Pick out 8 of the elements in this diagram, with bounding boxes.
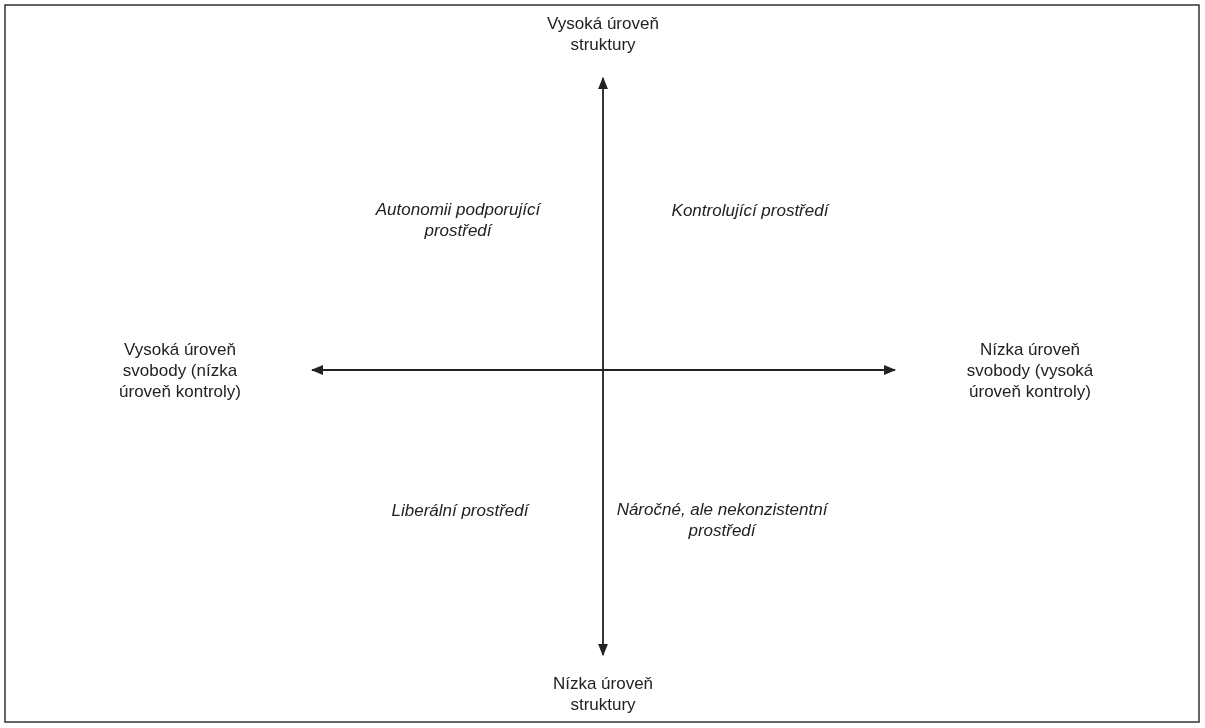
quadrant-label: Náročné, ale nekonzistentní prostředí	[615, 499, 830, 541]
quadrant-label: Autonomii podporující prostředí	[374, 199, 543, 241]
axis-label: Nízka úroveň svobody (vysoká úroveň kontroly)	[965, 338, 1095, 402]
quadrant-label: Kontrolující prostředí	[670, 199, 831, 221]
quadrant-label: Liberální prostředí	[390, 499, 531, 521]
axis-label: Vysoká úroveň struktury	[546, 13, 660, 55]
axis-label: Vysoká úroveň svobody (nízka úroveň kontroly)	[118, 338, 242, 402]
axis-label: Nízka úroveň struktury	[551, 673, 655, 715]
